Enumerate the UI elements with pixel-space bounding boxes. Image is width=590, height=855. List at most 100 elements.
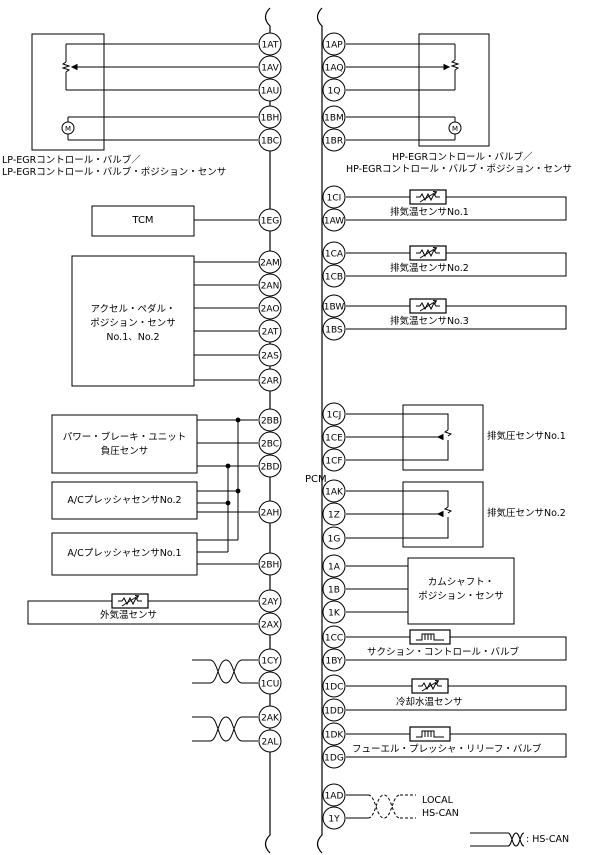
pin-label: 1DC (325, 683, 344, 693)
pin-circle (258, 671, 282, 695)
pin-circle (322, 674, 346, 698)
pin-label: 1BH (261, 114, 280, 124)
pin-label: 1AW (324, 217, 344, 227)
pin-label: 1DG (324, 754, 344, 764)
exh-temp1-thermistor-icon (409, 189, 447, 205)
pin-circle (322, 105, 346, 129)
suction-valve-coil-icon (409, 629, 451, 645)
pin-circle (322, 698, 346, 722)
pin-circle (322, 241, 346, 265)
exh-temp3-thermistor-icon (409, 298, 447, 314)
pin-label: 2AS (261, 352, 279, 362)
legend-hscan-icon (470, 832, 525, 847)
brake-label-1: パワー・ブレーキ・ユニット (62, 432, 187, 443)
pin-label: 1BY (326, 657, 343, 667)
pin-label: 1CE (325, 434, 343, 444)
pin-label: 1AK (325, 488, 344, 498)
fuel-relief-valve-coil-icon (409, 726, 451, 742)
pin-circle (322, 554, 346, 578)
app-label-1: アクセル・ペダル・ (90, 304, 176, 315)
hp-egr-motor-icon (448, 121, 462, 135)
pin-label: 1BW (324, 303, 345, 313)
tcm-box (91, 205, 195, 237)
pin-label: 2AY (262, 598, 279, 608)
brake-label-2: 負圧センサ (100, 446, 149, 457)
pin-label: 1AQ (325, 64, 344, 74)
pin-circle (258, 552, 282, 576)
pin-label: 2AR (261, 377, 279, 387)
fuel-relief-label: フューエル・プレッシャ・リリーフ・バルブ (352, 744, 542, 755)
exh-temp1-label: 排気温センサNo.1 (390, 207, 469, 218)
right-pins: 1AP1AQ1Q1BM1BR1CI1AW1CA1CB1BW1BS1CJ1CE1C… (322, 32, 346, 830)
pin-label: 1B (328, 586, 340, 596)
camshaft-label-2: ポジション・センサ (418, 591, 504, 602)
outside-temp-thermistor-icon (111, 593, 149, 609)
pin-label: 2BH (261, 561, 280, 571)
pin-circle (258, 454, 282, 478)
lp-egr-label-1: LP-EGRコントロール・バルブ／ (2, 155, 141, 166)
hscan-label: HS-CAN (422, 808, 459, 819)
pin-label: 1CA (325, 250, 344, 260)
pin-label: 1EG (261, 217, 279, 227)
pin-circle (322, 600, 346, 624)
pin-circle (322, 425, 346, 449)
pin-circle (258, 431, 282, 455)
pin-label: 1Q (328, 87, 341, 97)
junction-dots (225, 417, 241, 506)
pin-circle (258, 273, 282, 297)
pin-circle (322, 648, 346, 672)
pin-label: 2AN (261, 282, 280, 292)
pin-circle (258, 500, 282, 524)
right-wiring (346, 33, 567, 819)
app-label-2: ポジション・センサ (90, 318, 176, 329)
pin-label: 1BR (325, 137, 343, 147)
hp-egr-label-2: HP-EGRコントロール・バルブ・ポジション・センサ (346, 164, 573, 175)
camshaft-sensor-box (407, 557, 515, 625)
pin-circle (322, 625, 346, 649)
exh-temp3-label: 排気温センサNo.3 (390, 316, 469, 327)
pin-circle (322, 502, 346, 526)
pin-circle (258, 319, 282, 343)
pin-label: 1DK (325, 731, 345, 741)
exh-temp2-label: 排気温センサNo.2 (390, 263, 469, 274)
pin-circle (322, 577, 346, 601)
pin-label: 1BC (261, 137, 279, 147)
pin-label: 1AU (261, 87, 279, 97)
pin-circle (258, 368, 282, 392)
pin-label: 1CJ (327, 411, 342, 421)
pin-label: 1BS (325, 326, 343, 336)
exh-press2-label: 排気圧センサNo.2 (487, 508, 566, 519)
coolant-temp-label: 冷却水温センサ (396, 697, 463, 708)
pin-circle (258, 78, 282, 102)
pin-label: 2AX (261, 621, 279, 631)
pin-label: 1CY (261, 657, 279, 667)
pin-circle (258, 208, 282, 232)
pin-label: 2BB (261, 417, 279, 427)
pin-circle (322, 783, 346, 807)
pin-circle (322, 317, 346, 341)
pin-label: 1CB (325, 273, 343, 283)
pin-circle (322, 264, 346, 288)
pin-circle (322, 526, 346, 550)
pin-circle (258, 105, 282, 129)
ac1-sensor-box (51, 532, 198, 576)
pin-circle (322, 806, 346, 830)
pin-circle (258, 55, 282, 79)
pin-circle (322, 78, 346, 102)
pin-circle (322, 402, 346, 426)
pin-label: 2AO (261, 305, 280, 315)
pcm-right-edge (316, 7, 323, 854)
twisted-pair-icon (209, 659, 243, 684)
pin-circle (322, 208, 346, 232)
pin-circle (258, 128, 282, 152)
pin-circle (322, 128, 346, 152)
pin-label: 1A (328, 563, 341, 573)
pin-label: 1AT (262, 41, 279, 51)
exh-temp2-thermistor-icon (409, 245, 447, 261)
pin-label: 1G (328, 535, 341, 545)
ac2-label: A/CプレッシャセンサNo.2 (67, 495, 182, 506)
pin-label: 1CF (325, 457, 342, 467)
pcm-label: PCM (305, 474, 327, 485)
